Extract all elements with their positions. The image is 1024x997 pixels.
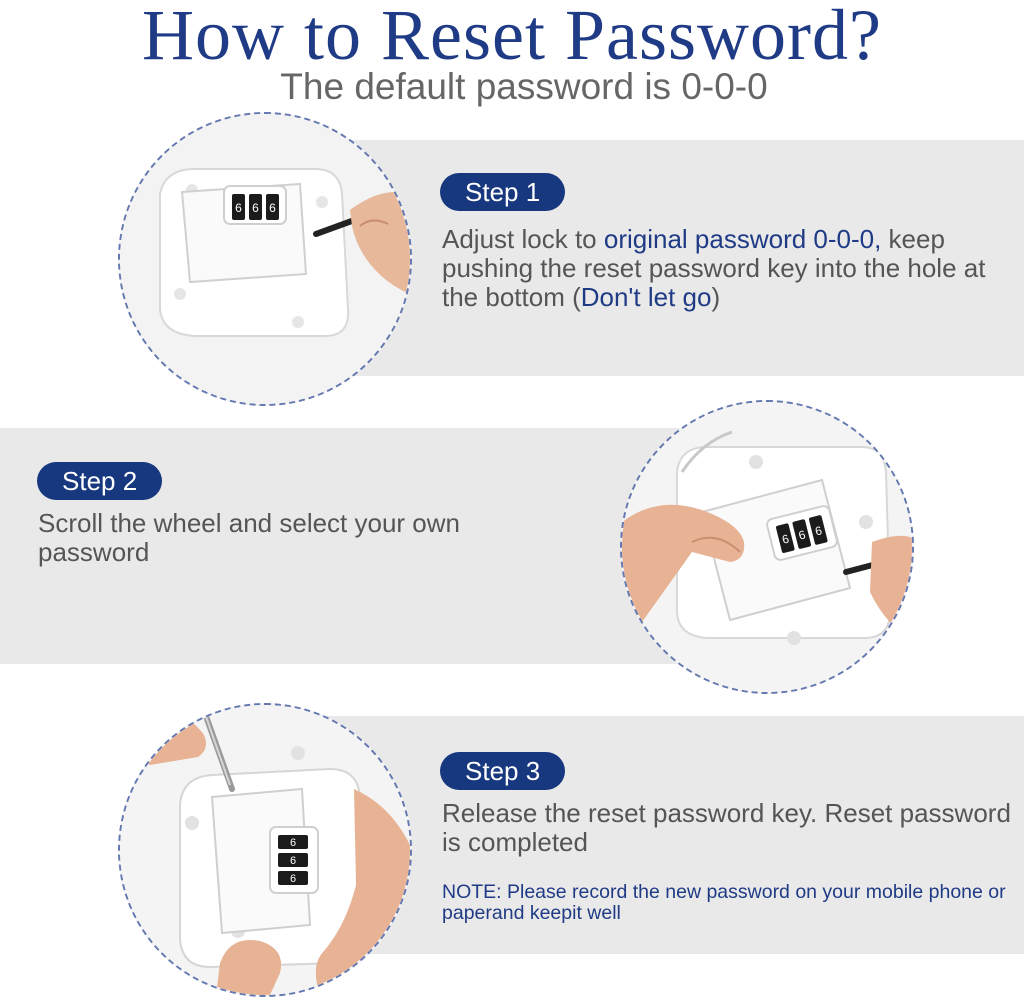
step-3-badge: Step 3 [440, 752, 566, 790]
step-2-lock-photo: 6 6 6 [620, 400, 914, 694]
step-2-badge: Step 2 [37, 462, 163, 500]
step-1-text-middle: keep pushing the reset password key into… [442, 224, 986, 312]
step-1-highlight-dont-let-go: Don't let go [580, 282, 712, 312]
step-1-dial-digit-2: 6 [252, 201, 259, 215]
page-subtitle: The default password is 0-0-0 [280, 66, 768, 107]
step-2-dial-digit-2: 6 [797, 527, 807, 542]
page-title: How to Reset Password? [142, 0, 882, 75]
step-1-text-after: ) [711, 282, 721, 312]
step-1-text-before: Adjust lock to [442, 224, 604, 254]
step-3-description: Release the reset password key. Reset pa… [442, 798, 1011, 857]
step-2-dial-digit-3: 6 [814, 523, 824, 538]
step-3-dial-digit-2: 6 [290, 855, 296, 867]
step-1-dial-digit-3: 6 [269, 201, 276, 215]
step-2-dial-digit-1: 6 [781, 531, 791, 546]
step-1-lock-photo: 6 6 6 [118, 112, 412, 406]
step-1-dial-digit-1: 6 [235, 201, 242, 215]
step-1-badge: Step 1 [440, 173, 566, 211]
step-3-lock-photo: 6 6 6 [118, 703, 412, 997]
step-3-dial-digit-3: 6 [290, 873, 296, 885]
step-3-dial-digit-1: 6 [290, 837, 296, 849]
step-1-highlight-password: original password 0-0-0, [603, 224, 882, 254]
step-2-description: Scroll the wheel and select your own pas… [38, 508, 461, 567]
step-1-description: Adjust lock to original password 0-0-0, … [442, 225, 1022, 312]
step-3-note: NOTE: Please record the new password on … [442, 881, 1006, 924]
